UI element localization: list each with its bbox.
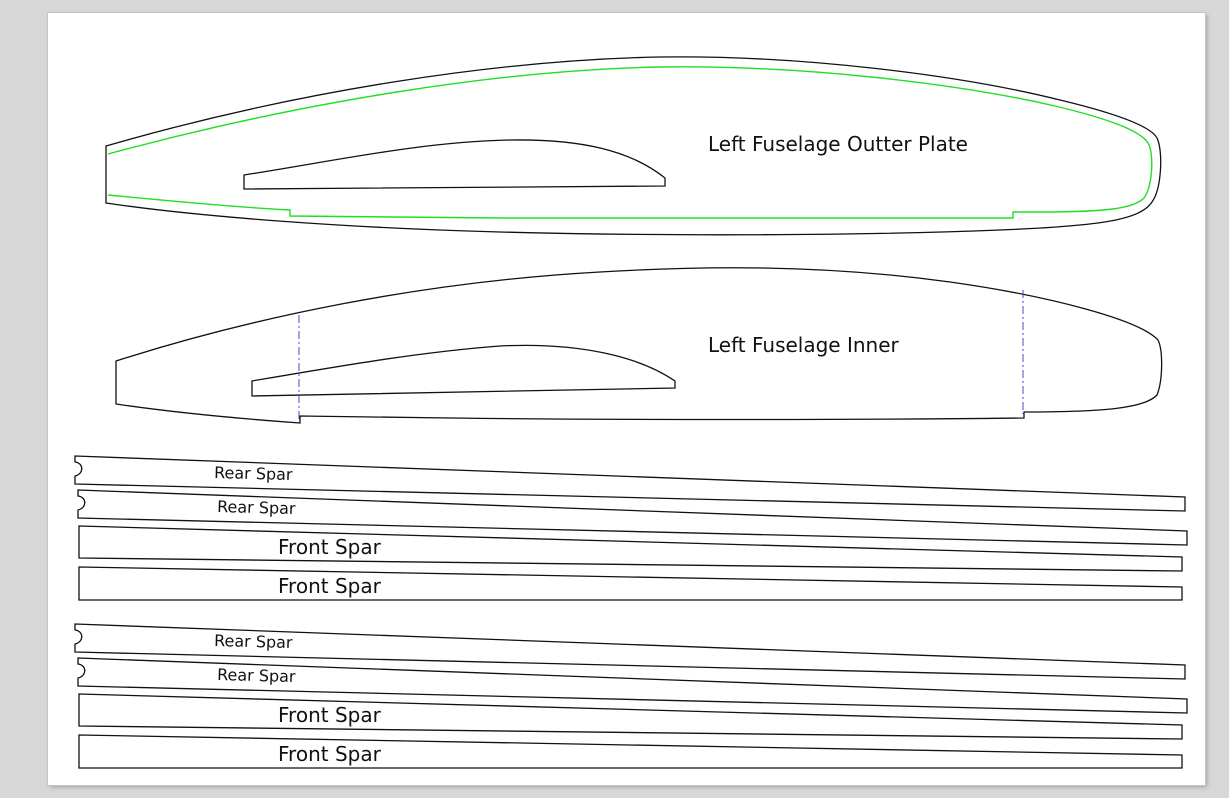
front-spar-label: Front Spar (278, 742, 382, 766)
rear-spar-label: Rear Spar (217, 665, 296, 686)
front-spar-part[interactable]: Front Spar (78, 525, 1183, 572)
inner-plate-wing-cutout (251, 344, 676, 397)
front-spar-label: Front Spar (278, 574, 382, 598)
rear-spar-label: Rear Spar (214, 631, 293, 652)
rear-spar-label: Rear Spar (217, 497, 296, 518)
outer-plate-offset-line (107, 66, 1153, 220)
rear-spar-outline (74, 455, 1186, 512)
front-spar-outline (78, 566, 1183, 601)
inner-plate-part[interactable]: Left Fuselage Inner (115, 267, 1163, 424)
rear-spar-part[interactable]: Rear Spar (74, 455, 1186, 512)
rear-spar-outline (74, 623, 1186, 680)
front-spar-part[interactable]: Front Spar (78, 734, 1183, 769)
front-spar-part[interactable]: Front Spar (78, 566, 1183, 601)
rear-spar-outline (77, 489, 1188, 546)
rear-spar-part[interactable]: Rear Spar (77, 489, 1188, 546)
front-spar-label: Front Spar (278, 703, 382, 727)
inner-plate-label: Left Fuselage Inner (708, 333, 900, 357)
rear-spar-part[interactable]: Rear Spar (74, 623, 1186, 680)
front-spar-outline (78, 693, 1183, 740)
inner-plate-outline (115, 267, 1163, 424)
front-spar-label: Front Spar (278, 535, 382, 559)
rear-spar-outline (77, 657, 1188, 714)
outer-plate-wing-cutout (243, 139, 666, 190)
rear-spar-label: Rear Spar (214, 463, 293, 484)
outer-plate-outline (105, 56, 1162, 236)
outer-plate-part[interactable]: Left Fuselage Outter Plate (105, 56, 1162, 236)
front-spar-part[interactable]: Front Spar (78, 693, 1183, 740)
front-spar-outline (78, 734, 1183, 769)
front-spar-outline (78, 525, 1183, 572)
rear-spar-part[interactable]: Rear Spar (77, 657, 1188, 714)
outer-plate-label: Left Fuselage Outter Plate (708, 132, 968, 156)
